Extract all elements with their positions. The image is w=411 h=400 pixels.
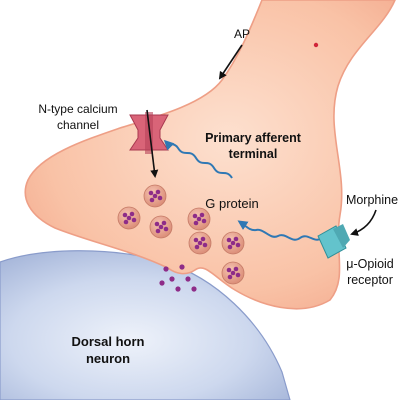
mu-opioid-receptor-label-line1: μ-Opioid [346, 257, 394, 271]
synaptic-vesicles [117, 184, 245, 285]
vesicle [188, 231, 212, 255]
vesicle [149, 215, 173, 239]
dorsal-horn-neuron-label-line1: Dorsal horn [72, 334, 145, 349]
vesicle [143, 184, 167, 208]
calcium-influx-arrow [146, 109, 159, 178]
neurotransmitter-dot [179, 264, 185, 270]
vesicle [221, 231, 245, 255]
n-type-channel-label-line1: N-type calcium [38, 102, 117, 116]
released-neurotransmitter [159, 264, 197, 292]
neurotransmitter-dot [185, 276, 191, 282]
vesicle [117, 206, 141, 230]
n-type-channel-label-line2: channel [57, 118, 99, 132]
marker-dot [313, 42, 319, 48]
morphine-label: Morphine [346, 193, 398, 207]
receptor-signal-arrow-to-g-protein [237, 220, 323, 241]
vesicle [221, 261, 245, 285]
mu-opioid-receptor-icon [317, 224, 350, 259]
neurotransmitter-dot [191, 286, 197, 292]
terminal-label-line2: terminal [229, 147, 278, 161]
ap-label: AP [234, 27, 250, 41]
neurotransmitter-dot [163, 266, 169, 272]
dorsal-horn-neuron-label-line2: neuron [86, 351, 130, 366]
mu-opioid-receptor-label-line2: receptor [347, 273, 393, 287]
g-protein-signal-arrow-to-channel [163, 139, 233, 179]
g-protein-label: G protein [205, 196, 258, 211]
neurotransmitter-dot [159, 280, 165, 286]
ap-arrow [218, 44, 243, 80]
neurotransmitter-dot [169, 276, 175, 282]
vesicle [187, 207, 211, 231]
terminal-label-line1: Primary afferent [205, 131, 302, 145]
neurotransmitter-dot [175, 286, 181, 292]
morphine-arrow [350, 209, 377, 236]
